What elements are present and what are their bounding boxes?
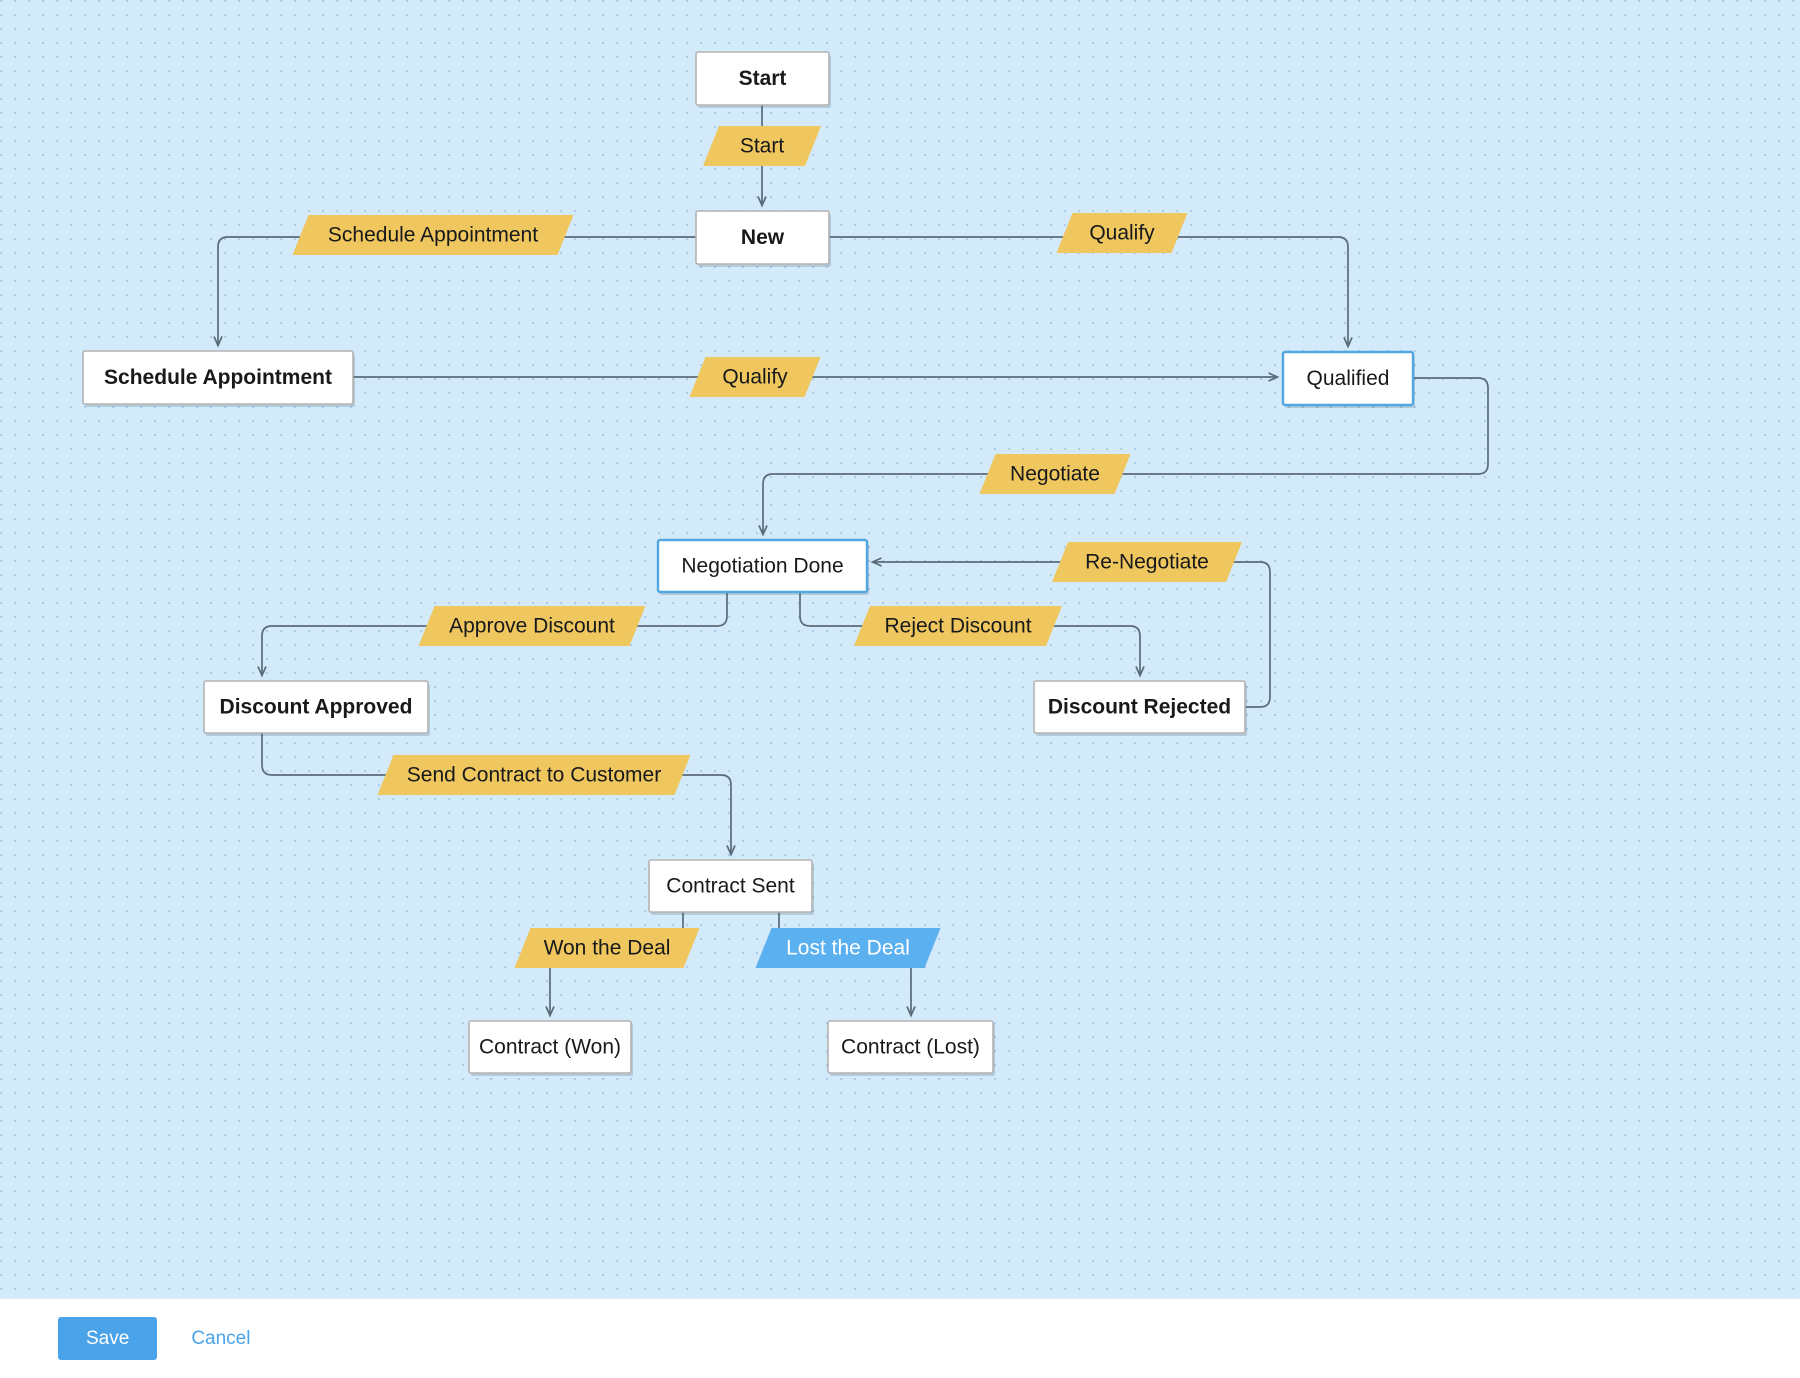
transition-t-reject[interactable]: Reject Discount [854,606,1062,646]
transition-label: Approve Discount [449,615,615,638]
transition-label: Qualify [1089,222,1155,245]
transition-t-lost[interactable]: Lost the Deal [755,928,941,968]
transition-label: Qualify [722,366,788,389]
cancel-button[interactable]: Cancel [191,1327,251,1349]
state-node-start[interactable]: Start [695,51,831,108]
state-node-discount-approved[interactable]: Discount Approved [203,680,430,736]
transition-shape[interactable] [514,928,700,968]
transition-shape[interactable] [418,606,646,646]
transition-label: Won the Deal [544,937,671,960]
node-label: New [741,226,785,249]
state-node-contract-lost[interactable]: Contract (Lost) [827,1020,995,1076]
transition-t-send[interactable]: Send Contract to Customer [377,755,691,795]
state-node-contract-sent[interactable]: Contract Sent [648,859,814,915]
transition-shape[interactable] [689,357,821,397]
transition-t-won[interactable]: Won the Deal [514,928,700,968]
node-label: Start [739,67,787,90]
state-node-discount-rejected[interactable]: Discount Rejected [1033,680,1247,736]
transition-t-schedule[interactable]: Schedule Appointment [292,215,574,255]
transition-shape[interactable] [1056,213,1188,253]
transition-t-qualify-new[interactable]: Qualify [1056,213,1188,253]
node-label: Schedule Appointment [104,366,332,389]
transition-shape[interactable] [854,606,1062,646]
transition-label: Start [740,135,785,158]
transition-label: Send Contract to Customer [407,764,661,787]
node-box[interactable] [695,51,830,106]
node-box[interactable] [468,1020,632,1074]
transition-t-renegotiate[interactable]: Re-Negotiate [1052,542,1242,582]
node-box[interactable] [695,210,830,265]
transition-label: Re-Negotiate [1085,551,1209,574]
node-label: Contract (Lost) [841,1036,980,1059]
transition-label: Lost the Deal [786,937,910,960]
node-box[interactable] [82,350,354,405]
transition-label: Negotiate [1010,463,1100,486]
node-box[interactable] [656,538,869,594]
state-node-new[interactable]: New [695,210,831,267]
node-label: Contract Sent [666,875,795,898]
state-node-negotiation-done[interactable]: Negotiation Done [656,538,869,595]
node-box[interactable] [1281,350,1415,407]
transition-shape[interactable] [979,454,1131,494]
node-label: Qualified [1307,367,1390,390]
transition-shape[interactable] [292,215,574,255]
transition-label: Reject Discount [884,615,1031,638]
edge-new-qualified [829,236,1348,346]
transition-shape[interactable] [1052,542,1242,582]
node-label: Discount Rejected [1048,696,1231,719]
node-box[interactable] [1033,680,1246,734]
node-box[interactable] [827,1020,994,1074]
state-node-qualified[interactable]: Qualified [1281,350,1415,408]
node-box[interactable] [648,859,813,913]
transition-shape[interactable] [703,126,821,166]
edge-qualified-negotiation-done [763,377,1489,534]
transition-shape[interactable] [755,928,941,968]
save-button[interactable]: Save [58,1317,158,1360]
transition-t-approve[interactable]: Approve Discount [418,606,646,646]
node-label: Contract (Won) [479,1036,621,1059]
edge-discount-rejected-negotiation-done [873,562,1271,708]
footer-toolbar: Save Cancel [0,1298,1800,1378]
state-node-schedule-appointment[interactable]: Schedule Appointment [82,350,355,407]
node-label: Discount Approved [220,696,413,719]
transition-t-negotiate[interactable]: Negotiate [979,454,1131,494]
node-box[interactable] [203,680,429,734]
edge-new-schedule-appointment [218,236,696,345]
state-node-contract-won[interactable]: Contract (Won) [468,1020,633,1076]
transition-t-start[interactable]: Start [703,126,821,166]
transition-shape[interactable] [377,755,691,795]
transition-label: Schedule Appointment [328,224,538,247]
node-label: Negotiation Done [681,555,843,578]
transition-t-qualify-sa[interactable]: Qualify [689,357,821,397]
